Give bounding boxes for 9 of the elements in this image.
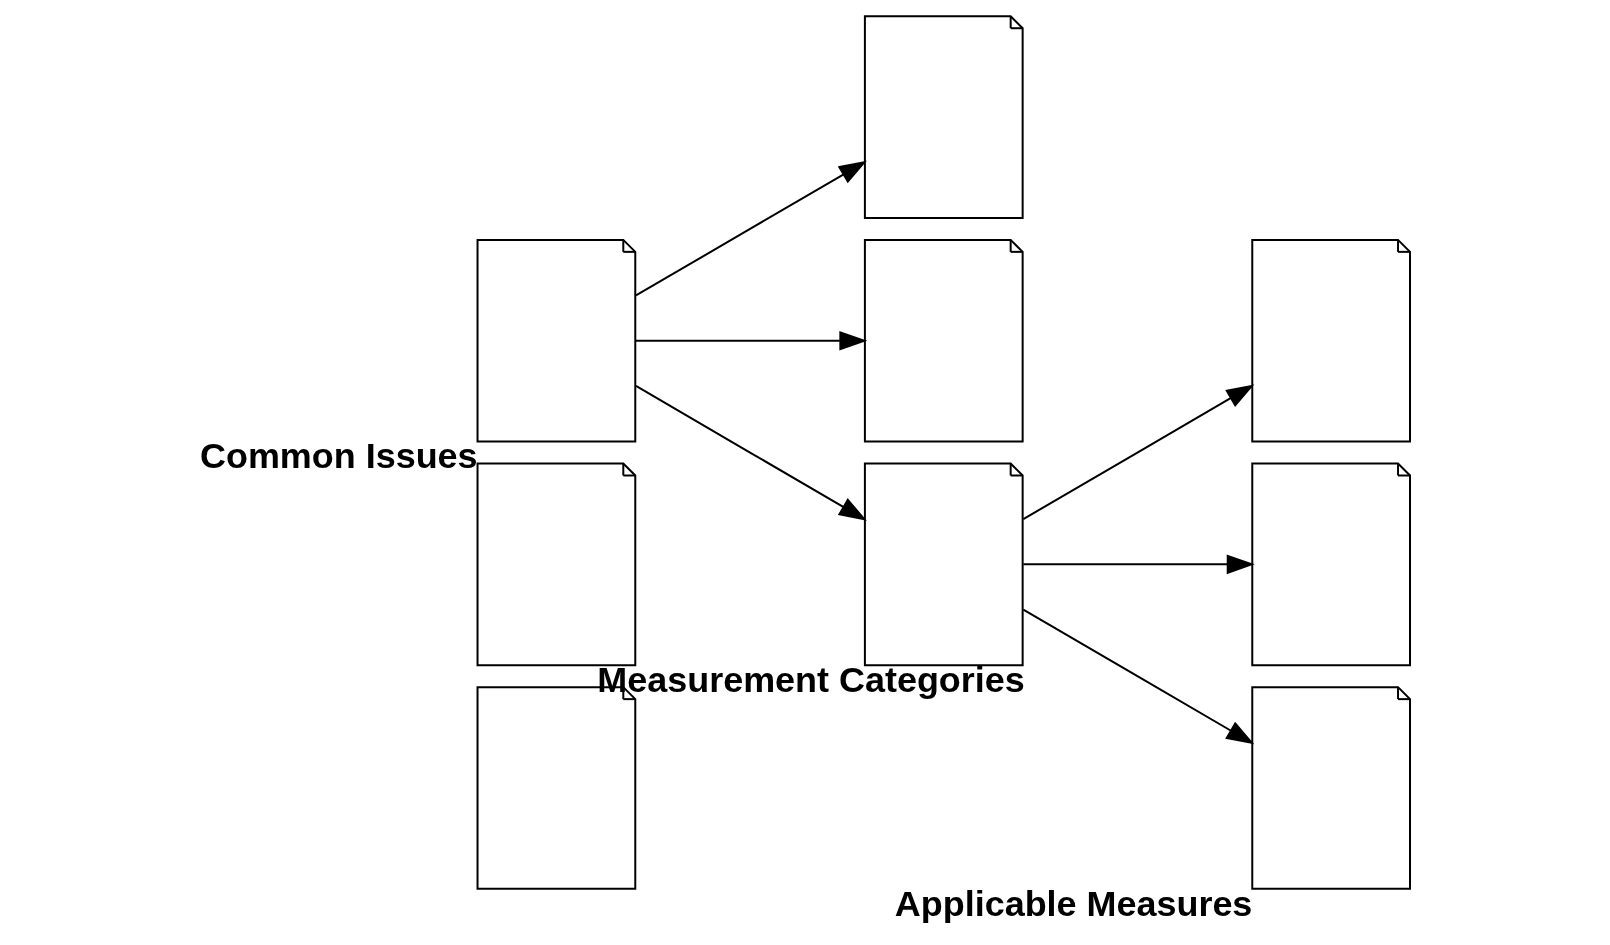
- arrow: [1022, 384, 1255, 521]
- arrow: [635, 330, 868, 351]
- arrow: [1022, 554, 1255, 575]
- node-label: Measurement Categories: [597, 658, 1025, 700]
- node-label: Applicable Measures: [894, 882, 1253, 924]
- arrow: [1022, 608, 1255, 745]
- node-label: Common Issues: [199, 435, 478, 477]
- arrow: [635, 384, 867, 521]
- arrow: [635, 160, 867, 297]
